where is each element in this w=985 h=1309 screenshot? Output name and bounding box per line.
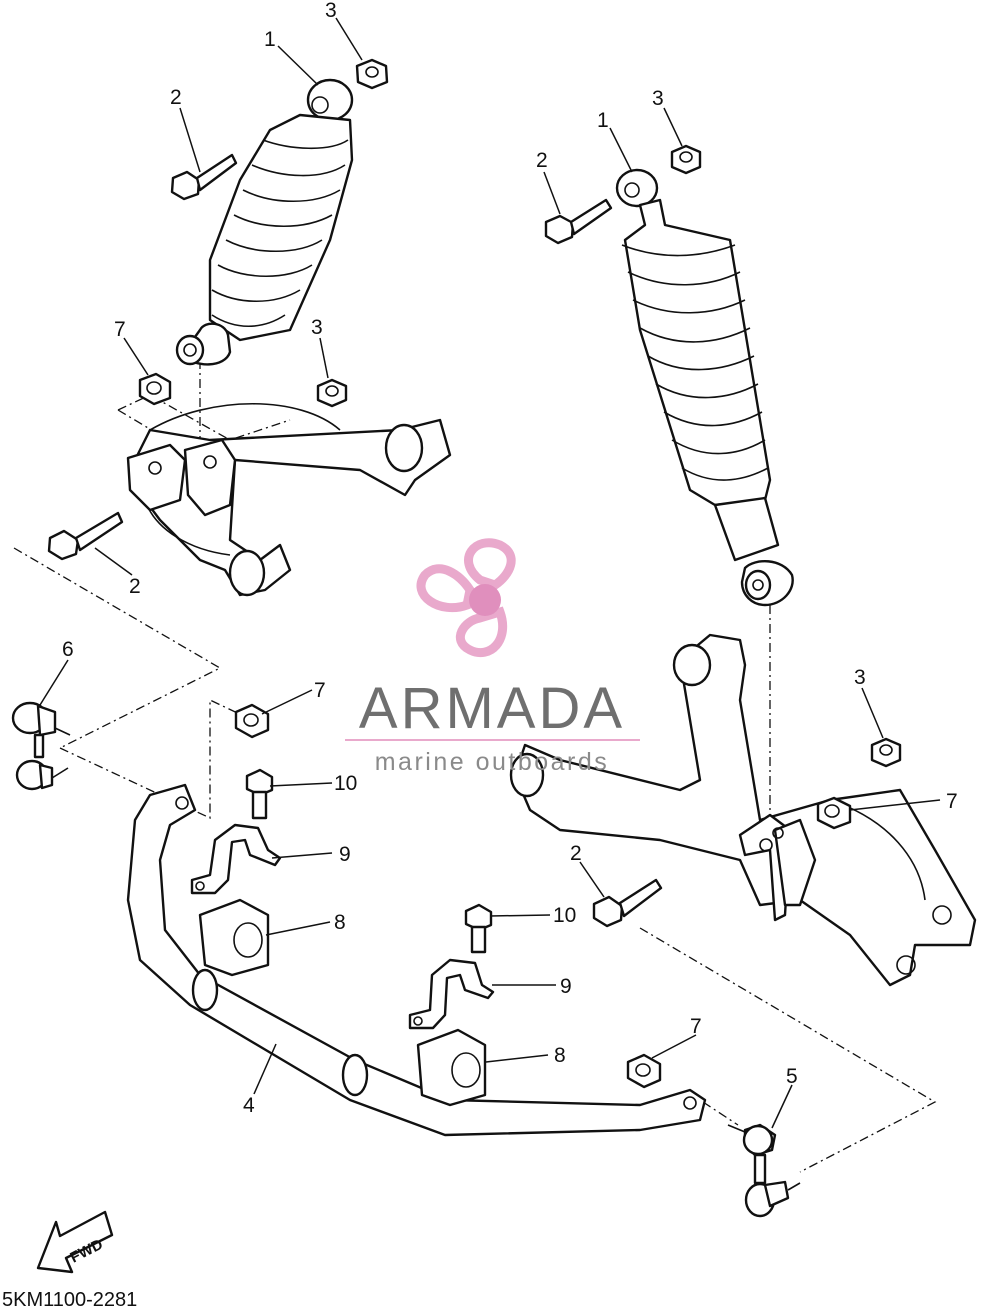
callout-10-left: 10 (334, 772, 357, 795)
callout-4: 4 (243, 1094, 255, 1117)
left-shock-absorber (175, 78, 354, 366)
callout-2-right-top: 2 (536, 149, 548, 172)
callout-9-right: 9 (560, 975, 572, 998)
left-swing-arm (126, 403, 452, 597)
bolt-2-right-arm (592, 878, 663, 928)
watermark-tagline: marine outboards (375, 748, 610, 776)
callout-2-left-top: 2 (170, 86, 182, 109)
drawing-code: 5KM1100-2281 (2, 1289, 137, 1309)
nut-3-right-arm (870, 737, 902, 768)
bolt-2-right-top (544, 198, 613, 245)
watermark-brand: ARMADA (359, 676, 625, 741)
callout-8-left: 8 (334, 911, 346, 934)
propeller-icon (416, 538, 516, 657)
callout-2-left-arm: 2 (129, 575, 141, 598)
stabilizer-bushing-right (416, 1028, 487, 1107)
callout-9-left: 9 (339, 843, 351, 866)
collar-7-mid (234, 703, 270, 739)
stabilizer-bracket-left (190, 823, 282, 895)
stabilizer-bar (126, 783, 707, 1137)
callout-3-right-top: 3 (652, 87, 664, 110)
callout-7-left: 7 (114, 318, 126, 341)
callout-6: 6 (62, 638, 74, 661)
callout-8-right: 8 (554, 1044, 566, 1067)
bolt-2-left-top (170, 153, 238, 201)
right-shock-absorber (615, 168, 794, 607)
nut-3-left-arm (316, 378, 348, 408)
callout-numbers: 1 3 2 7 3 2 6 7 10 9 8 4 1 3 2 3 7 2 10 … (62, 0, 958, 1117)
callout-10-right: 10 (553, 904, 576, 927)
callout-2-right-arm: 2 (570, 842, 582, 865)
callout-7-bottom: 7 (690, 1015, 702, 1038)
callout-7-mid: 7 (314, 679, 326, 702)
hardware-items (47, 58, 902, 1089)
fwd-arrow-icon: FWD (36, 1210, 114, 1274)
callout-3-left-arm: 3 (311, 316, 323, 339)
stabilizer-bracket-right (408, 958, 495, 1030)
collar-7-right-arm (816, 796, 852, 830)
bolt-2-left-arm (47, 511, 124, 561)
stabilizer-bushing-left (198, 898, 270, 977)
callout-5: 5 (786, 1065, 798, 1088)
collar-7-left (138, 372, 172, 406)
callout-1-left: 1 (264, 28, 276, 51)
collar-7-bottom (626, 1053, 662, 1089)
callout-1-right: 1 (597, 109, 609, 132)
nut-3-left-top (355, 58, 389, 90)
bolt-10-right (464, 903, 493, 954)
right-swing-arm (509, 633, 977, 987)
leader-lines (39, 17, 941, 1129)
callout-3-right-arm: 3 (854, 666, 866, 689)
stabilizer-link-left (11, 701, 71, 791)
callout-3-left-top: 3 (325, 0, 337, 22)
bolt-10-left (245, 768, 274, 820)
callout-7-right-arm: 7 (946, 790, 958, 813)
stabilizer-link-right (727, 1123, 801, 1218)
nut-3-right-top (670, 144, 702, 175)
